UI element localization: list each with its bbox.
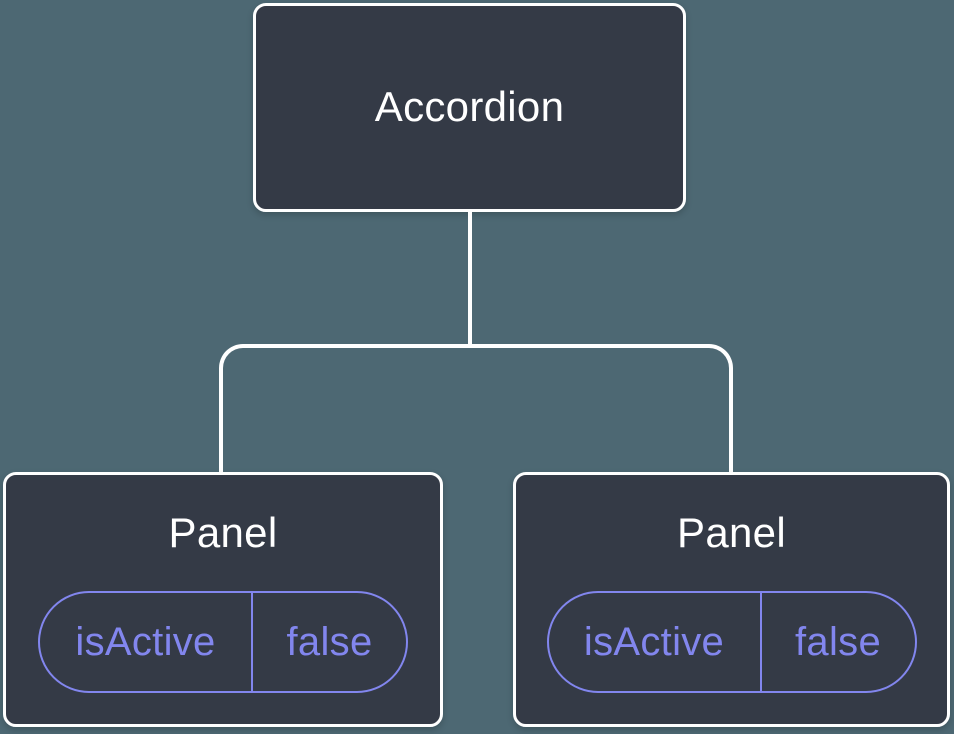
accordion-node: Accordion: [253, 3, 686, 212]
panel-node-left: Panel isActive false: [3, 472, 443, 727]
panel-node-label: Panel: [168, 509, 278, 556]
connector-branch-line: [219, 344, 733, 472]
panel-node-label: Panel: [677, 509, 786, 556]
accordion-node-label: Accordion: [374, 83, 565, 131]
connector-stem-line: [468, 210, 472, 348]
state-key: isActive: [40, 593, 253, 692]
state-value: false: [286, 620, 373, 665]
state-value: false: [795, 620, 881, 665]
state-key: isActive: [549, 593, 762, 692]
state-pill: isActive false: [546, 591, 917, 694]
state-pill: isActive false: [38, 591, 408, 694]
panel-node-right: Panel isActive false: [513, 472, 950, 727]
